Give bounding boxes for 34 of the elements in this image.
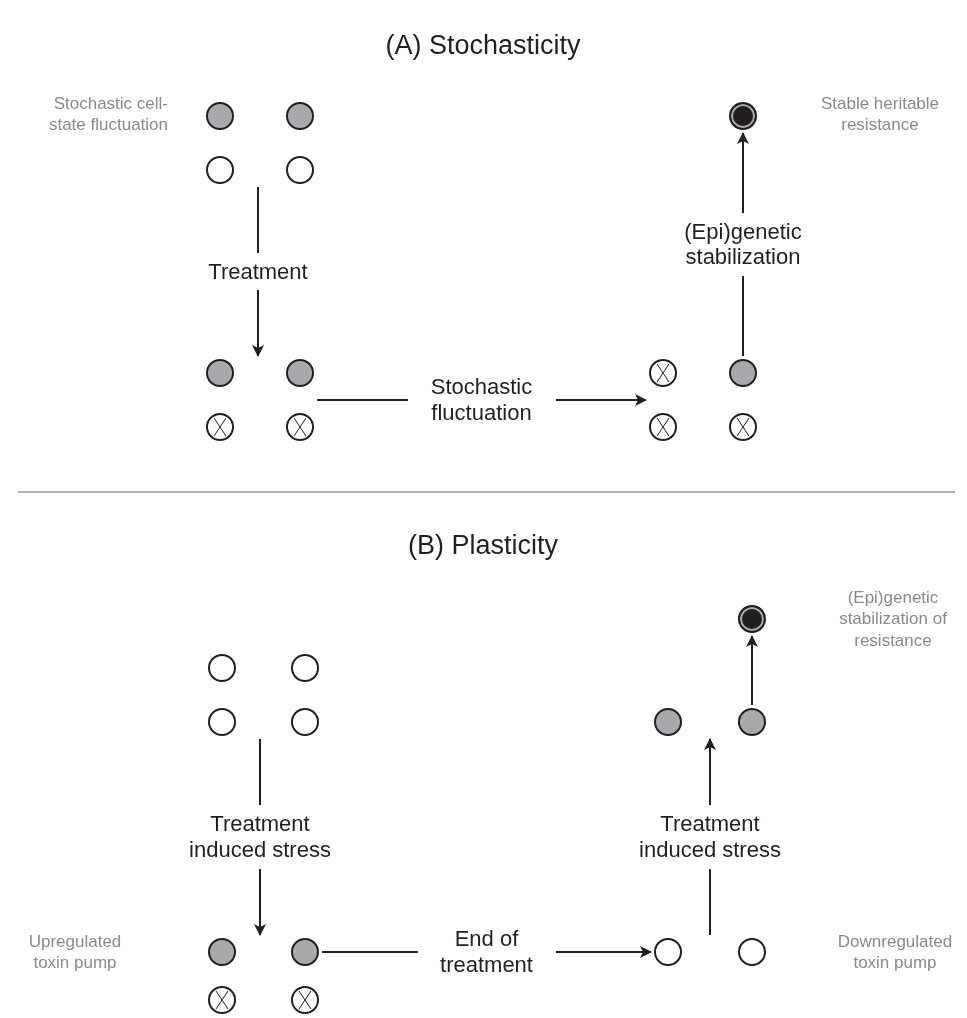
shaded-cell [208,938,236,966]
empty-cell [286,156,314,184]
empty-cell [654,938,682,966]
shaded-cell [286,359,314,387]
arrow [746,635,758,706]
shaded-cell [206,102,234,130]
annotation-text: (Epi)genetic stabilization of resistance [838,587,948,651]
annotation-text: Downregulated toxin pump [836,930,954,974]
crossed-out-cell [291,986,319,1014]
crossed-out-cell [206,413,234,441]
crossed-out-cell [649,413,677,441]
empty-cell [208,654,236,682]
crossed-out-cell [729,413,757,441]
shaded-cell [291,938,319,966]
empty-cell [291,654,319,682]
crossed-out-cell [208,986,236,1014]
shaded-cell [206,359,234,387]
crossed-out-cell [649,359,677,387]
annotation-text: Upregulated toxin pump [27,930,123,974]
shaded-cell [738,708,766,736]
empty-cell [738,938,766,966]
shaded-cell [286,102,314,130]
panel-title: (A) Stochasticity [385,29,581,61]
shaded-cell [654,708,682,736]
annotation-text: Stable heritable resistance [819,93,941,136]
empty-cell [208,708,236,736]
empty-cell [291,708,319,736]
empty-cell [206,156,234,184]
shaded-cell [729,359,757,387]
annotation-text: Stochastic cell-state fluctuation [47,93,168,136]
crossed-out-cell [286,413,314,441]
panel-title: (B) Plasticity [408,529,558,561]
resistant-cell [729,102,757,130]
resistant-cell [738,605,766,633]
